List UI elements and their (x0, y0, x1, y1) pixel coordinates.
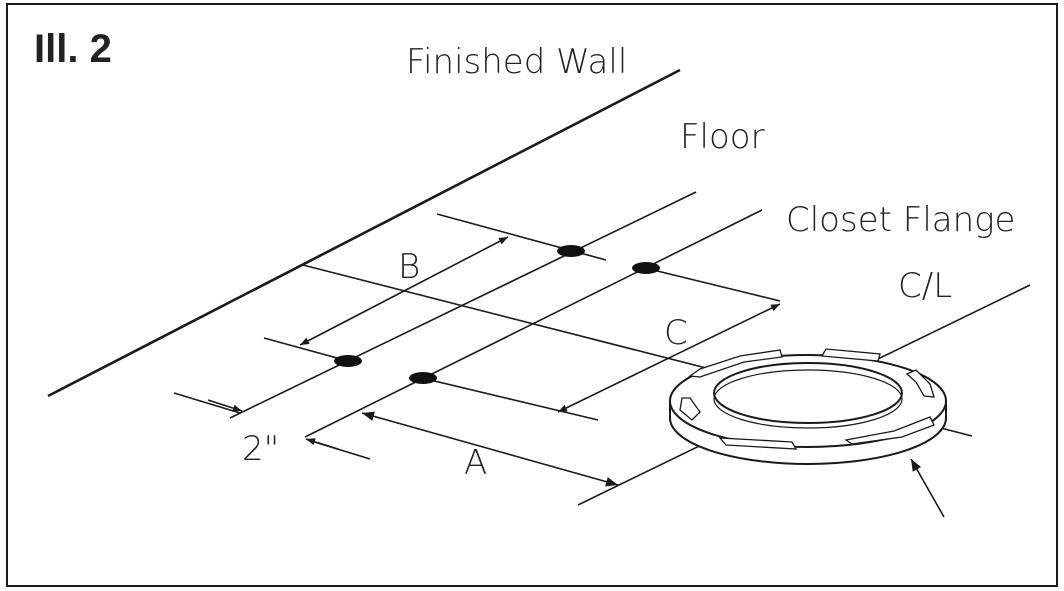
extension-line-b-bottom (263, 337, 349, 362)
mounting-hole-b-bottom (334, 355, 362, 367)
dimension-a-arrow (361, 411, 619, 487)
finished-wall-label: Finished Wall (406, 42, 627, 82)
dimension-c-arrow (557, 303, 781, 413)
extension-line-2in (173, 392, 241, 414)
mounting-hole-b-top (557, 245, 585, 257)
centerline-label: C/L (898, 266, 952, 306)
floor-line (229, 191, 697, 419)
dimension-c-label: C (664, 313, 688, 353)
dimension-b-label: B (398, 247, 420, 287)
dimension-2in-arrow-left (207, 399, 243, 412)
mounting-hole-c-top (632, 262, 660, 274)
dimension-b-arrow (299, 236, 509, 346)
mounting-hole-a-bottom (409, 372, 437, 384)
finished-wall-line (47, 68, 681, 398)
flange-pointer-arrow (910, 458, 945, 518)
closet-flange-ring (669, 348, 947, 465)
dimension-2in-label: 2" (242, 429, 279, 469)
closet-flange-label: Closet Flange (786, 200, 1015, 240)
dimension-2in-arrow-right (305, 438, 339, 450)
extension-line-c-bottom (421, 377, 599, 421)
extension-line-c-top (644, 267, 781, 302)
illustration-title: Ill. 2 (34, 27, 112, 71)
illustration-border (6, 3, 1058, 587)
floor-label: Floor (680, 117, 765, 157)
dimension-a-label: A (464, 443, 487, 483)
